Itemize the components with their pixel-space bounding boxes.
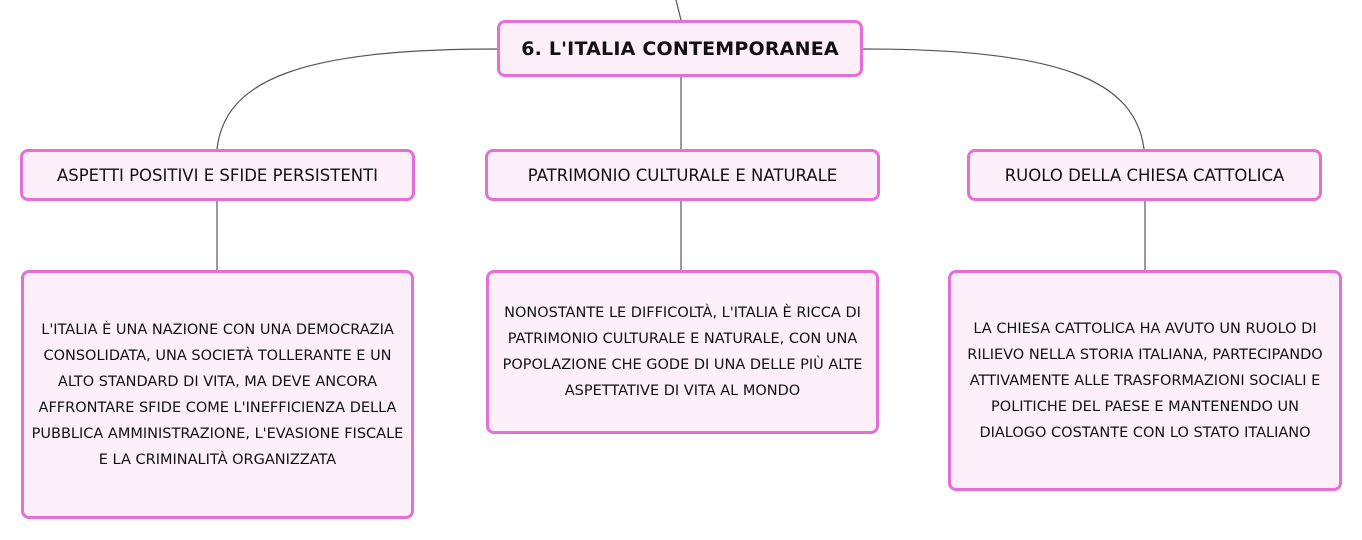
detail-node-text: L'ITALIA È UNA NAZIONE CON UNA DEMOCRAZI…	[31, 321, 404, 468]
root-node-label: 6. L'ITALIA CONTEMPORANEA	[521, 37, 839, 60]
detail-node-text: NONOSTANTE LE DIFFICOLTÀ, L'ITALIA È RIC…	[502, 305, 863, 399]
connector-root-to-branch-3	[862, 48, 1145, 150]
detail-node-text: LA CHIESA CATTOLICA HA AVUTO UN RUOLO DI…	[967, 320, 1323, 441]
detail-node-patrimonio[interactable]: NONOSTANTE LE DIFFICOLTÀ, L'ITALIA È RIC…	[486, 270, 879, 434]
branch-node-aspetti-positivi[interactable]: ASPETTI POSITIVI E SFIDE PERSISTENTI	[20, 149, 415, 201]
branch-node-label: PATRIMONIO CULTURALE E NATURALE	[527, 165, 838, 185]
detail-node-aspetti-positivi[interactable]: L'ITALIA È UNA NAZIONE CON UNA DEMOCRAZI…	[21, 270, 414, 519]
detail-node-chiesa-cattolica[interactable]: LA CHIESA CATTOLICA HA AVUTO UN RUOLO DI…	[948, 270, 1342, 491]
branch-node-chiesa-cattolica[interactable]: RUOLO DELLA CHIESA CATTOLICA	[967, 149, 1322, 201]
branch-node-patrimonio[interactable]: PATRIMONIO CULTURALE E NATURALE	[485, 149, 880, 201]
branch-node-label: RUOLO DELLA CHIESA CATTOLICA	[1004, 165, 1285, 185]
connector-parent-to-root	[675, 0, 682, 21]
connector-root-to-branch-1	[216, 48, 498, 150]
root-node[interactable]: 6. L'ITALIA CONTEMPORANEA	[497, 20, 863, 77]
branch-node-label: ASPETTI POSITIVI E SFIDE PERSISTENTI	[56, 165, 379, 185]
